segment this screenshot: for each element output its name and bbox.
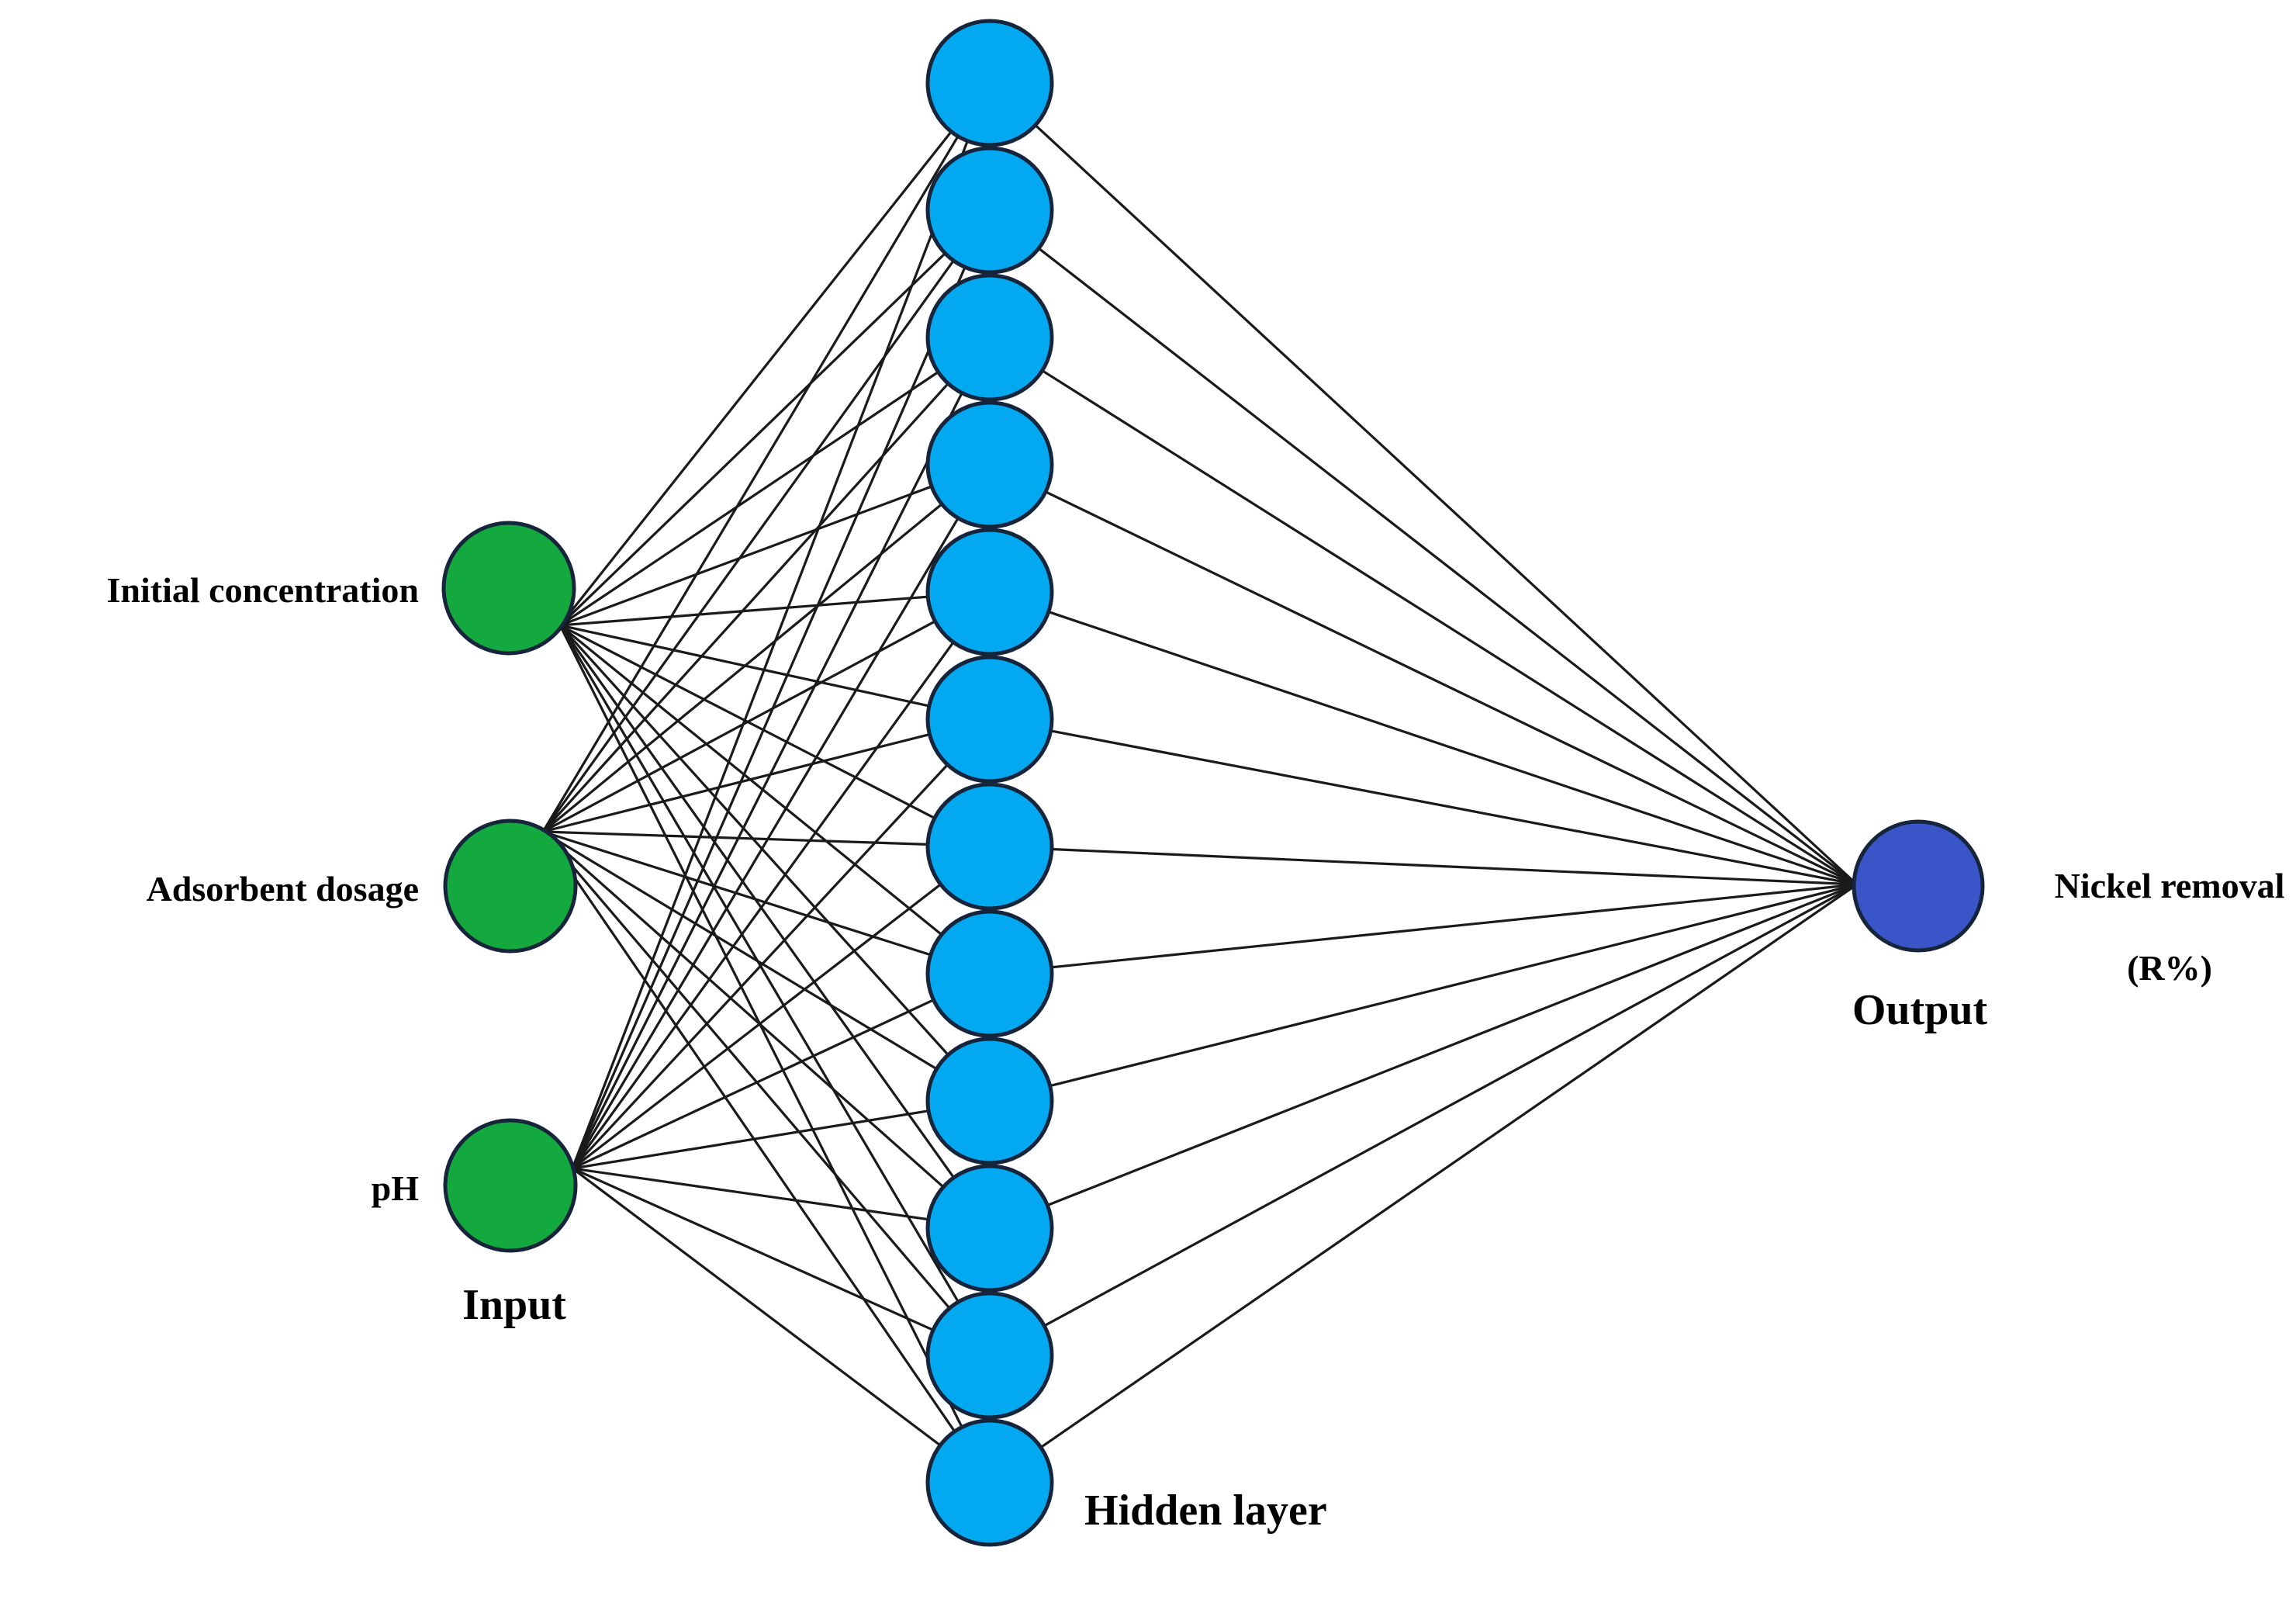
edge-hidden-5-output xyxy=(1048,611,1858,886)
hidden-node-6[interactable] xyxy=(925,655,1054,784)
edge-hidden-2-output xyxy=(1038,247,1858,886)
edge-hidden-6-output xyxy=(1050,729,1858,886)
edge-input-3-hidden-5 xyxy=(571,641,955,1169)
edge-hidden-4-output xyxy=(1045,490,1858,886)
edge-hidden-8-output xyxy=(1051,883,1858,969)
output-node[interactable] xyxy=(1852,819,1985,953)
edge-input-1-hidden-10 xyxy=(558,625,955,1179)
edge-input-2-hidden-3 xyxy=(541,382,949,833)
output-layer-node xyxy=(1852,819,1985,953)
edge-hidden-11-output xyxy=(1043,883,1858,1327)
layer-label-hidden: Hidden layer xyxy=(1084,1487,1327,1535)
edge-input-3-hidden-3 xyxy=(571,392,963,1169)
edge-input-3-hidden-1 xyxy=(571,140,969,1169)
edge-input-2-hidden-6 xyxy=(542,732,930,833)
edge-hidden-1-output xyxy=(1034,124,1859,886)
edge-input-2-hidden-5 xyxy=(542,620,936,833)
input-layer-nodes xyxy=(441,521,578,1253)
edge-hidden-7-output xyxy=(1051,847,1858,886)
hidden-node-10[interactable] xyxy=(925,1164,1054,1293)
edge-input-3-hidden-6 xyxy=(571,763,949,1170)
edge-hidden-9-output xyxy=(1049,883,1858,1088)
edge-hidden-3-output xyxy=(1041,369,1858,886)
hidden-node-3[interactable] xyxy=(925,273,1054,402)
edges-input-to-hidden xyxy=(541,130,969,1447)
input-label-adsorbent-dosage: Adsorbent dosage xyxy=(146,869,419,909)
input-node-1[interactable] xyxy=(441,521,576,656)
hidden-layer-nodes xyxy=(925,19,1054,1547)
edge-input-1-hidden-2 xyxy=(558,252,946,627)
edge-input-1-hidden-4 xyxy=(559,485,932,627)
edge-input-1-hidden-3 xyxy=(559,371,939,627)
hidden-node-7[interactable] xyxy=(925,782,1054,911)
input-node-2[interactable] xyxy=(443,819,578,954)
hidden-node-11[interactable] xyxy=(925,1291,1054,1420)
edge-input-1-hidden-1 xyxy=(558,130,953,626)
edge-input-3-hidden-7 xyxy=(572,883,942,1170)
edge-hidden-12-output xyxy=(1039,883,1858,1449)
edge-input-2-hidden-12 xyxy=(541,831,956,1432)
layer-label-input: Input xyxy=(462,1281,566,1329)
output-label-nickel-removal: Nickel removal (R%) xyxy=(2007,825,2296,1030)
input-label-initial-concentration: Initial concentration xyxy=(106,570,419,610)
edge-input-2-hidden-10 xyxy=(541,830,945,1189)
edge-input-3-hidden-12 xyxy=(572,1167,942,1447)
edge-input-2-hidden-7 xyxy=(542,830,928,846)
layer-label-output: Output xyxy=(1852,986,1988,1034)
edge-input-2-hidden-4 xyxy=(541,503,943,833)
edge-input-3-hidden-8 xyxy=(572,999,935,1170)
hidden-node-4[interactable] xyxy=(925,400,1054,529)
edge-input-3-hidden-2 xyxy=(571,266,966,1169)
edge-input-3-hidden-9 xyxy=(572,1109,929,1170)
edge-input-3-hidden-10 xyxy=(572,1167,929,1221)
edge-input-2-hidden-9 xyxy=(542,830,938,1071)
hidden-node-9[interactable] xyxy=(925,1037,1054,1165)
edge-input-3-hidden-4 xyxy=(571,517,960,1169)
edge-hidden-10-output xyxy=(1046,883,1858,1207)
edge-input-3-hidden-11 xyxy=(572,1167,934,1331)
hidden-node-2[interactable] xyxy=(925,146,1054,275)
edge-input-2-hidden-11 xyxy=(541,830,951,1310)
hidden-node-1[interactable] xyxy=(925,19,1054,147)
output-label-line2: (R%) xyxy=(2127,947,2212,988)
input-node-3[interactable] xyxy=(443,1118,578,1253)
edge-input-2-hidden-1 xyxy=(541,135,960,832)
hidden-node-12[interactable] xyxy=(925,1418,1054,1547)
input-label-ph: pH xyxy=(371,1168,419,1208)
edges-hidden-to-output xyxy=(1034,124,1859,1449)
output-label-line1: Nickel removal xyxy=(2054,865,2285,905)
hidden-node-5[interactable] xyxy=(925,528,1054,656)
edge-input-1-hidden-9 xyxy=(558,624,949,1056)
hidden-node-8[interactable] xyxy=(925,909,1054,1038)
